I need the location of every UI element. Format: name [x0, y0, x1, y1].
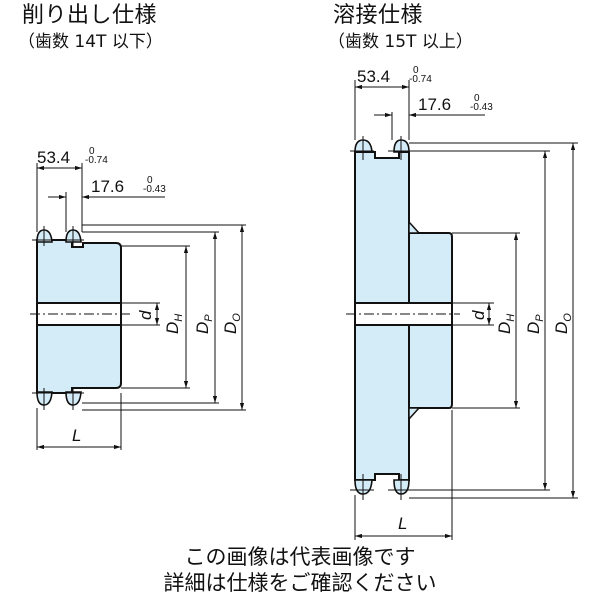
representative-image-note: この画像は代表画像です — [184, 545, 416, 569]
svg-text:DP: DP — [524, 314, 546, 334]
right-view-subtitle: （歯数 15T 以上） — [328, 32, 473, 52]
left-tooth-width: 17.6 — [91, 177, 124, 196]
left-overall-tol-upper: 0 — [89, 146, 95, 157]
right-tooth-tol-upper: 0 — [474, 93, 480, 104]
left-outer-label: D — [221, 322, 240, 334]
left-view-title: 削り出し仕様 — [22, 3, 158, 28]
left-pitch-label: D — [193, 322, 212, 334]
right-hub-label: D — [495, 322, 514, 334]
svg-text:DH: DH — [495, 314, 517, 334]
right-outer-label: D — [552, 322, 571, 334]
left-view-subtitle: （歯数 14T 以下） — [18, 32, 163, 52]
left-tooth-tol-lower: -0.43 — [143, 184, 166, 195]
left-sprocket — [36, 239, 122, 394]
right-overall-width: 53.4 — [357, 67, 390, 86]
svg-text:DH: DH — [163, 314, 185, 334]
left-overall-width: 53.4 — [37, 148, 70, 167]
left-overall-tol-lower: -0.74 — [85, 155, 108, 166]
right-tooth-tol-lower: -0.43 — [470, 102, 493, 113]
left-length-label: L — [72, 426, 81, 445]
left-tooth-tol-upper: 0 — [147, 175, 153, 186]
right-tooth-width: 17.6 — [418, 95, 451, 114]
check-specs-note: 詳細は仕様をご確認ください — [163, 571, 437, 595]
right-pitch-label: D — [524, 322, 543, 334]
right-length-label: L — [398, 514, 407, 533]
right-overall-tol-upper: 0 — [413, 65, 419, 76]
right-dimension-lines — [346, 80, 578, 540]
svg-text:DP: DP — [193, 314, 215, 334]
right-weld-beads — [408, 220, 421, 421]
left-bore-label: d — [136, 310, 155, 320]
right-bore-label: d — [469, 310, 488, 320]
left-hub-label: D — [163, 322, 182, 334]
right-sprocket — [354, 151, 453, 481]
right-view-title: 溶接仕様 — [333, 3, 424, 28]
left-dimension-lines — [30, 163, 246, 450]
right-overall-tol-lower: -0.74 — [409, 74, 432, 85]
svg-text:DO: DO — [221, 313, 243, 334]
svg-text:DO: DO — [552, 313, 574, 334]
